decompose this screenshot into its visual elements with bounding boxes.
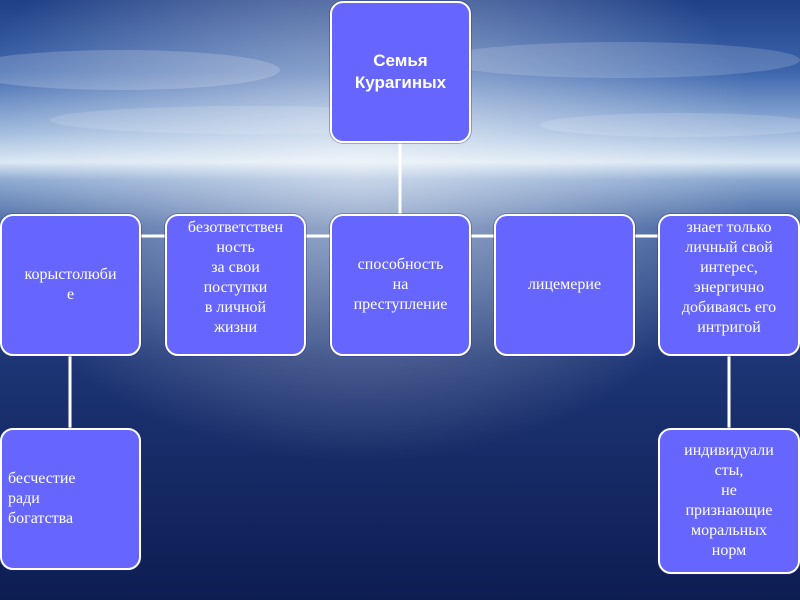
node-dishonor-label: бесчестие ради богатства [8,470,76,527]
node-greed-label: корыстолюби е [24,266,117,303]
root-node: Семья Курагиных [330,1,471,143]
node-individualists: индивидуали сты, не признающие моральных… [658,428,800,574]
node-irresponsibility: безответствен ность за свои поступки в л… [165,214,306,356]
node-capacity-for-crime-label: способность на преступление [353,256,448,313]
node-irresponsibility-label: безответствен ность за свои поступки в л… [187,219,284,336]
node-hypocrisy-label: лицемерие [527,276,602,293]
node-greed: корыстолюби е [0,214,141,356]
node-individualists-label: индивидуали сты, не признающие моральных… [684,442,774,559]
node-self-interest: знает только личный свой интерес, энерги… [658,214,800,356]
node-self-interest-label: знает только личный свой интерес, энерги… [681,219,777,336]
root-node-label: Семья Курагиных [354,51,447,92]
node-hypocrisy: лицемерие [494,214,635,356]
node-capacity-for-crime: способность на преступление [330,214,471,356]
node-dishonor: бесчестие ради богатства [0,428,141,570]
